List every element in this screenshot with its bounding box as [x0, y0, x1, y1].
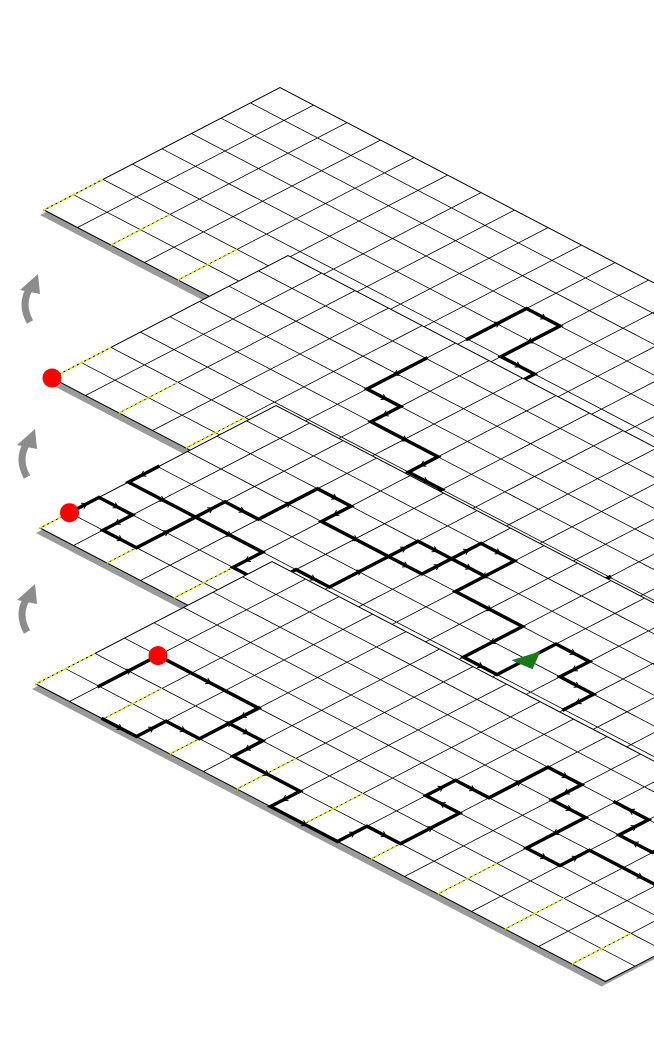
red-dot-icon — [43, 369, 62, 388]
red-dot-icon — [60, 503, 79, 522]
curved-up-arrow-icon — [20, 274, 40, 322]
layer-arrows — [17, 274, 40, 632]
grid-layers — [32, 88, 654, 987]
curved-up-arrow-icon — [17, 429, 37, 477]
red-dot-icon — [149, 646, 168, 665]
curved-up-arrow-icon — [17, 584, 37, 632]
